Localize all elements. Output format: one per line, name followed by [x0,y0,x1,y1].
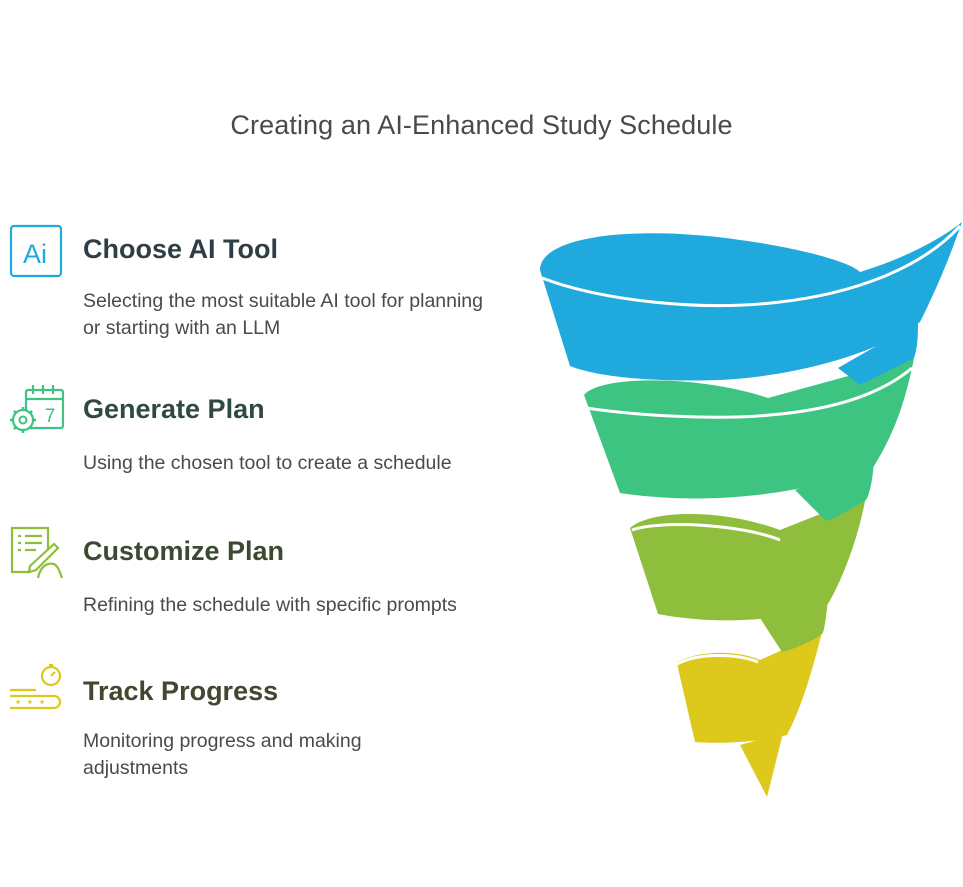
step-heading: Choose AI Tool [83,234,278,264]
step-description: Selecting the most suitable AI tool for … [83,290,483,339]
ai-icon-text: Ai [23,239,47,269]
progress-track-icon [10,664,62,710]
funnel-segment-lime-back [760,598,828,652]
funnel-segment-green-back [795,462,874,521]
step-description: Monitoring progress and making adjustmen… [83,730,362,779]
funnel-segment-blue [540,222,962,381]
step-description: Refining the schedule with specific prom… [83,594,457,616]
funnel-segment-yellow [677,632,822,743]
edit-document-icon [10,526,64,579]
diagram-title: Creating an AI-Enhanced Study Schedule [230,110,733,140]
calendar-day-text: 7 [45,406,56,427]
calendar-gear-icon: 7 [10,385,65,433]
step-heading: Track Progress [83,676,279,706]
ai-icon: Ai [9,224,63,278]
step-description: Using the chosen tool to create a schedu… [83,452,452,474]
funnel-segment-green [584,358,914,499]
funnel-segment-yellow-tip [740,733,783,797]
step-heading: Generate Plan [83,394,265,424]
funnel-segment-blue-back [838,322,918,385]
funnel-segment-lime [630,496,866,621]
step-heading: Customize Plan [83,536,285,566]
